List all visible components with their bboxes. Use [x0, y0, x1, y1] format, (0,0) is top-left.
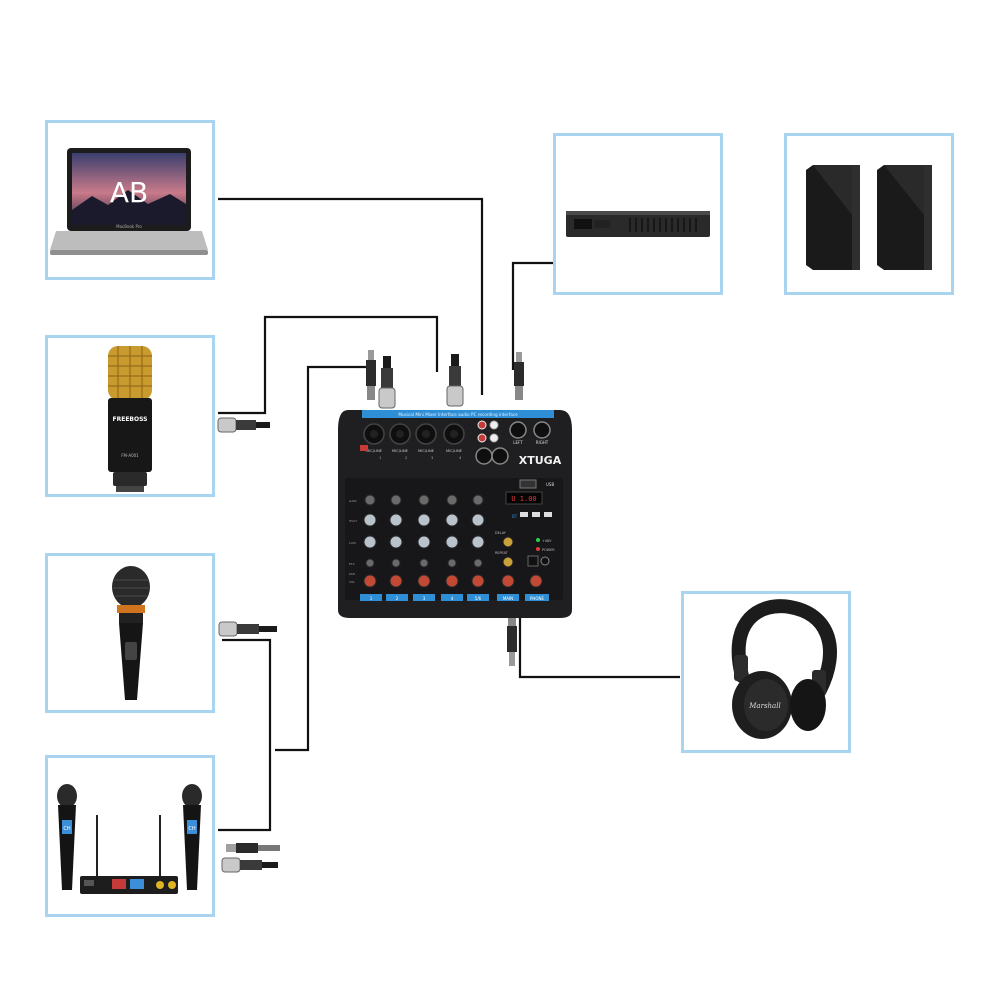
headphones-wire: [518, 618, 680, 679]
output-label-left: LEFT: [513, 440, 523, 445]
mixer-top-strip: Musical Mini Mixer Interface audio PC re…: [398, 412, 518, 417]
jack-label-3: MIC/LINE: [418, 449, 435, 453]
power-label: POWER: [542, 548, 555, 552]
xlr-plug-dynamic: [218, 621, 277, 637]
wireless-mic-wire: [218, 638, 272, 832]
laptop-image: AB MacBook Pro: [50, 148, 208, 255]
knob-label-pan: PAN: [349, 572, 355, 576]
jack-label-2: MIC/LINE: [392, 449, 409, 453]
laptop-brand: MacBook Pro: [116, 224, 142, 229]
knob-label-low: LOW: [349, 541, 356, 545]
xlr-plug-wireless-b: [221, 857, 278, 873]
laptop-wire: [218, 197, 484, 395]
repeat-label: REPEAT: [495, 551, 509, 555]
output-label-right: RIGHT: [536, 440, 549, 445]
bt-label: BT: [512, 514, 518, 519]
bottom-label-4: 4: [451, 596, 454, 601]
bottom-label-3: 3: [423, 596, 426, 601]
bottom-label-main: MAIN: [503, 596, 513, 601]
condenser-mic-brand: FREEBOSS: [113, 416, 148, 423]
jack-plug-top-1: [366, 350, 376, 400]
mixer-brand: XTUGA: [519, 454, 562, 467]
jack-label-1: MIC/LINE: [366, 449, 383, 453]
channel-knobs: [363, 494, 543, 588]
wireless-display-b: CH: [188, 826, 195, 832]
mixer-image: Musical Mini Mixer Interface audio PC re…: [338, 410, 572, 618]
knob-label-efx: EFX: [349, 562, 355, 566]
condenser-mic-wire: [218, 315, 439, 415]
xlr-plug-top-2: [378, 356, 396, 409]
channel-number-3: 3: [431, 456, 433, 460]
bottom-label-phone: PHONE: [530, 596, 545, 601]
wireless-system-image: CH CH: [57, 784, 202, 894]
bottom-label-2: 2: [396, 596, 399, 601]
headphones-image: Marshall: [731, 599, 837, 739]
phantom-label: +48V: [542, 539, 552, 543]
channel-number-2: 2: [405, 456, 407, 460]
jack-plug-top-4: [514, 352, 524, 400]
bottom-label-strip: [360, 594, 549, 601]
xlr-plug-top-3: [446, 354, 464, 407]
dynamic-mic-wire: [275, 365, 370, 752]
dynamic-mic-image: [112, 566, 150, 700]
speakers-image: [806, 165, 932, 270]
jack-label-4: MIC/LINE: [446, 449, 463, 453]
channel-number-1: 1: [379, 456, 381, 460]
wires: [218, 197, 680, 832]
mixer-input-jacks: [363, 423, 465, 445]
amplifier-image: [566, 211, 710, 237]
usb-label: USB: [546, 482, 554, 487]
laptop-screen-text: AB: [110, 176, 148, 209]
condenser-mic-image: FREEBOSS FM-A001: [108, 346, 152, 492]
knob-label-gain: GAIN: [349, 499, 357, 503]
bottom-label-5-6: 5/6: [475, 596, 482, 601]
condenser-mic-model: FM-A001: [121, 453, 139, 458]
knob-label-vol: VOL: [349, 580, 355, 584]
mixer-display: U 1.00: [511, 495, 536, 503]
knob-label-high: HIGH: [349, 519, 357, 523]
jack-plug-bottom: [507, 612, 517, 666]
jack-plug-wireless-a: [226, 843, 280, 853]
wireless-display-a: CH: [63, 826, 70, 832]
xlr-plug-condenser: [217, 417, 270, 433]
delay-label: DELAY: [495, 531, 507, 535]
headphones-brand: Marshall: [748, 702, 780, 710]
channel-number-4: 4: [459, 456, 462, 460]
amplifier-wire: [511, 261, 553, 370]
bottom-label-1: 1: [370, 596, 373, 601]
